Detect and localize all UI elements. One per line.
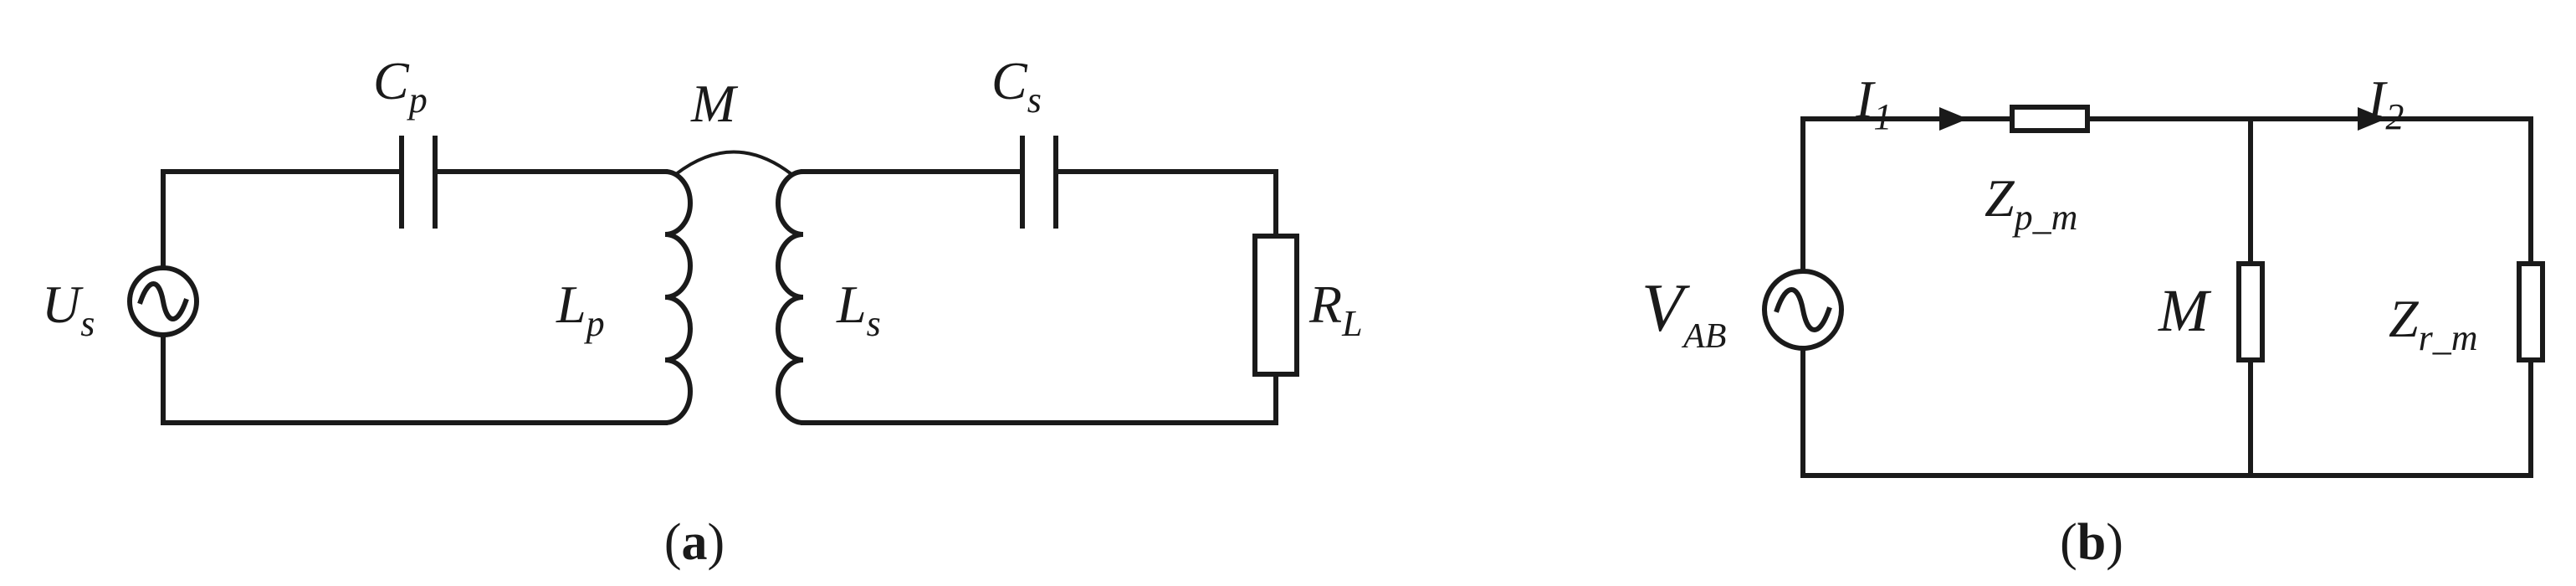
panel-a-label-m: M [690,74,739,133]
panel-b-current-i2-arrow [2358,107,2386,131]
panel-a-label-rl: RL [1308,275,1363,344]
panel-b-left-top-wire [1800,116,2015,270]
panel-a-label-cp: Cp [373,51,428,121]
panel-b-label-vab: VAB [1641,270,1726,356]
panel-b-z-to-right-wire [2085,116,2533,266]
panel-a-inductor-lp [662,168,693,426]
sine-wave-icon [137,281,189,321]
panel-a-ac-source [127,265,199,337]
panel-a-load-resistor [1252,234,1299,377]
panel-b-bottom-wire [1800,349,2533,478]
panel-b-series-impedance [2010,105,2090,133]
panel-b-label-i1: I1 [1855,69,1892,137]
panel-b-shunt-element [2236,261,2265,362]
panel-a-capacitor-cs [1020,136,1058,229]
panel-a-label-ls: Ls [836,275,881,344]
panel-a-label-us: Us [42,275,95,344]
panel-b-current-i1-arrow [1939,107,1968,131]
panel-b-label-zrm: Zr_m [2389,289,2478,358]
panel-b-label-m: M [2158,277,2212,344]
panel-a-bottom-left-wire [161,332,668,425]
panel-b-ac-source [1762,269,1844,351]
sine-wave-icon [1774,287,1832,332]
panel-a-mutual-coupling-arc [674,150,793,176]
panel-a-circuit [127,136,1299,426]
panel-b-label-i2: I2 [2367,69,2404,137]
panel-a-top-left-wire [161,169,402,270]
panel-b-caption: (b) [2060,514,2123,571]
panel-a-label-lp: Lp [556,275,605,344]
panel-a-bottom-right-wire [801,372,1278,425]
panel-a-cs-to-rl-wire [1055,169,1278,239]
panel-b-label-zpm: Zp_m [1984,168,2077,238]
panel-a-inductor-ls [776,168,807,426]
panel-b-load-impedance [2517,261,2545,362]
panel-b-circuit [1762,105,2545,478]
panel-a-caption: (a) [664,514,725,571]
panel-a-capacitor-cp [399,136,438,229]
panel-a-label-cs: Cs [991,51,1042,121]
